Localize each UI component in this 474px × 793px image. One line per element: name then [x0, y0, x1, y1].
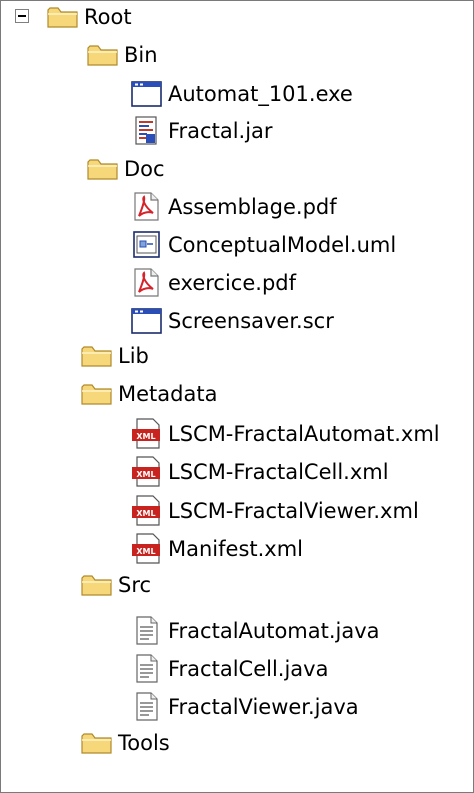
- tree-node-label: Metadata: [118, 382, 218, 406]
- tree-node-label: Doc: [124, 157, 165, 181]
- tree-node-file[interactable]: Screensaver.scr: [131, 305, 334, 337]
- tree-node-label: Automat_101.exe: [168, 82, 353, 106]
- svg-text:XML: XML: [136, 432, 155, 441]
- tree-node-label: exercice.pdf: [168, 271, 296, 295]
- tree-node-label: Tools: [118, 731, 170, 755]
- tree-node-label: Src: [118, 573, 152, 597]
- tree-node-label: ConceptualModel.uml: [168, 233, 397, 257]
- text-document-icon: [131, 615, 165, 647]
- tree-node-file[interactable]: exercice.pdf: [131, 267, 296, 299]
- tree-node-label: FractalCell.java: [168, 657, 329, 681]
- tree-node-file[interactable]: ConceptualModel.uml: [131, 229, 396, 261]
- pdf-icon: [131, 267, 165, 299]
- tree-node-file[interactable]: Automat_101.exe: [131, 78, 353, 110]
- tree-node-label: Fractal.jar: [168, 119, 273, 143]
- folder-icon: [87, 153, 121, 185]
- xml-icon: XML: [131, 533, 165, 565]
- collapse-toggle-icon[interactable]: [15, 9, 29, 23]
- folder-icon: [81, 340, 115, 372]
- tree-node-file[interactable]: FractalAutomat.java: [131, 615, 380, 647]
- tree-node-label: Screensaver.scr: [168, 309, 334, 333]
- tree-node-folder-metadata[interactable]: Metadata: [81, 378, 217, 410]
- tree-node-file[interactable]: XML LSCM-FractalCell.xml: [131, 456, 389, 488]
- tree-node-label: FractalAutomat.java: [168, 619, 380, 643]
- tree-node-label: Bin: [124, 43, 158, 67]
- tree-node-root[interactable]: Root: [47, 1, 132, 33]
- tree-node-label: Lib: [118, 344, 149, 368]
- text-document-icon: [131, 691, 165, 723]
- svg-text:XML: XML: [136, 547, 155, 556]
- tree-node-file[interactable]: XML Manifest.xml: [131, 533, 303, 565]
- tree-node-file[interactable]: XML LSCM-FractalAutomat.xml: [131, 418, 440, 450]
- tree-node-label: Root: [84, 5, 132, 29]
- tree-node-file[interactable]: Assemblage.pdf: [131, 191, 337, 223]
- tree-node-file[interactable]: XML LSCM-FractalViewer.xml: [131, 495, 419, 527]
- text-document-icon: [131, 653, 165, 685]
- tree-node-folder-src[interactable]: Src: [81, 569, 151, 601]
- tree-node-label: FractalViewer.java: [168, 695, 359, 719]
- tree-node-file[interactable]: Fractal.jar: [131, 115, 273, 147]
- folder-icon: [81, 727, 115, 759]
- tree-node-folder-lib[interactable]: Lib: [81, 340, 149, 372]
- tree-node-label: LSCM-FractalCell.xml: [168, 460, 389, 484]
- application-window-icon: [131, 305, 165, 337]
- java-archive-icon: [131, 115, 165, 147]
- xml-icon: XML: [131, 495, 165, 527]
- folder-icon: [87, 39, 121, 71]
- pdf-icon: [131, 191, 165, 223]
- xml-icon: XML: [131, 456, 165, 488]
- xml-icon: XML: [131, 418, 165, 450]
- tree-node-folder-bin[interactable]: Bin: [87, 39, 158, 71]
- tree-node-file[interactable]: FractalCell.java: [131, 653, 328, 685]
- tree-node-file[interactable]: FractalViewer.java: [131, 691, 359, 723]
- svg-text:XML: XML: [136, 470, 155, 479]
- tree-node-label: Assemblage.pdf: [168, 195, 337, 219]
- tree-node-folder-tools[interactable]: Tools: [81, 727, 170, 759]
- folder-icon: [47, 1, 81, 33]
- uml-document-icon: [131, 229, 165, 261]
- folder-icon: [81, 378, 115, 410]
- tree-node-folder-doc[interactable]: Doc: [87, 153, 165, 185]
- svg-text:XML: XML: [136, 509, 155, 518]
- tree-node-label: LSCM-FractalAutomat.xml: [168, 422, 440, 446]
- application-window-icon: [131, 78, 165, 110]
- tree-node-label: LSCM-FractalViewer.xml: [168, 499, 419, 523]
- tree-node-label: Manifest.xml: [168, 537, 304, 561]
- folder-icon: [81, 569, 115, 601]
